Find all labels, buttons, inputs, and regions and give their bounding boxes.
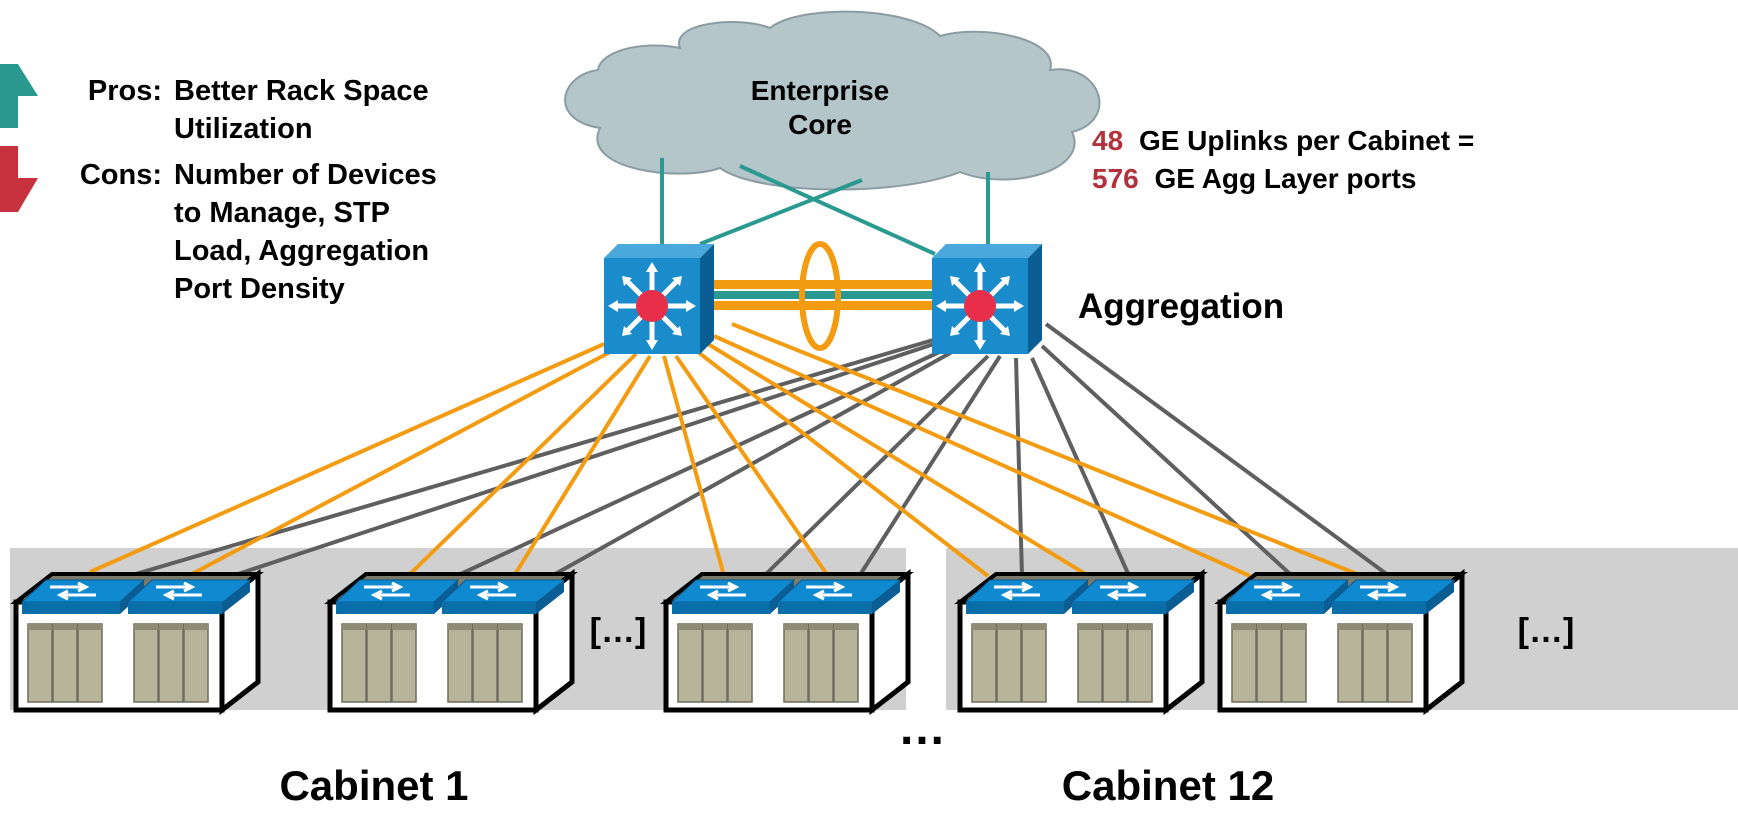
uplinks-text1: GE Uplinks per Cabinet = <box>1139 125 1474 156</box>
access-unit-3 <box>666 574 908 710</box>
aggregation-label: Aggregation <box>1078 287 1284 326</box>
arrow-up-icon <box>0 64 38 128</box>
aggregation-switch-left <box>604 244 714 354</box>
arrow-down-icon <box>0 146 38 212</box>
cabinet-1-more: […] <box>590 612 647 650</box>
uplinks-text2: GE Agg Layer ports <box>1155 163 1417 194</box>
cons-line1: Number of Devices <box>174 159 437 191</box>
cloud-label-line1: Enterprise <box>751 75 890 106</box>
aggregation-switch-right <box>932 244 1042 354</box>
agg-port-count: 576 <box>1092 163 1139 194</box>
core-links <box>660 158 990 256</box>
cabinet-12-more: […] <box>1518 612 1575 650</box>
etherchannel-ring <box>799 241 841 351</box>
access-unit-2 <box>330 574 572 710</box>
access-unit-1 <box>16 574 258 710</box>
uplinks-count: 48 <box>1092 125 1123 156</box>
pros-line2: Utilization <box>174 113 313 145</box>
cons-label: Cons: <box>80 159 162 191</box>
cabinet-separator: … <box>898 702 946 755</box>
cabinet-1-label: Cabinet 1 <box>279 762 468 809</box>
cons-line2: to Manage, STP <box>174 197 390 229</box>
access-unit-4 <box>960 574 1202 710</box>
pros-line1: Better Rack Space <box>174 75 429 107</box>
cons-line3: Load, Aggregation <box>174 235 429 267</box>
uplinks-line1: 48 GE Uplinks per Cabinet = <box>1092 125 1474 156</box>
access-unit-5 <box>1220 574 1462 710</box>
downlinks <box>89 322 1394 580</box>
cloud-label-line2: Core <box>788 109 852 140</box>
pros-label: Pros: <box>88 75 162 107</box>
cabinet-12-label: Cabinet 12 <box>1062 762 1274 809</box>
uplinks-line2: 576 GE Agg Layer ports <box>1092 163 1416 194</box>
enterprise-core-cloud <box>564 10 1101 191</box>
cons-line4: Port Density <box>174 273 345 305</box>
inter-switch-links <box>714 241 936 351</box>
